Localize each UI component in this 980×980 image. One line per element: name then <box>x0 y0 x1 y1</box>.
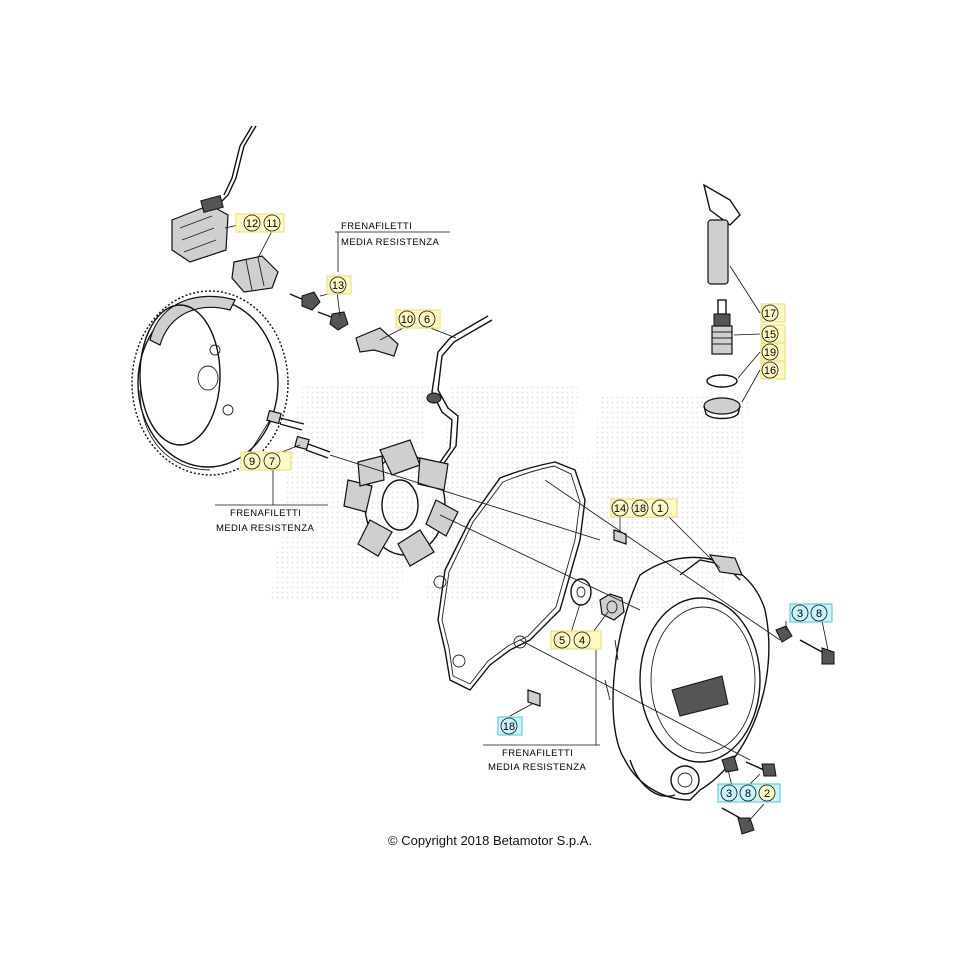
callout-15-label: 15 <box>764 329 776 341</box>
callout-18-lower[interactable] <box>500 717 518 735</box>
callout-12[interactable] <box>243 214 261 232</box>
callout-16[interactable] <box>761 361 779 379</box>
threadlocker-note-2: FRENAFILETTI MEDIA RESISTENZA <box>215 504 328 534</box>
callout-15[interactable] <box>761 325 779 343</box>
flywheel-bolt-a <box>266 409 305 431</box>
callout-6-label: 6 <box>424 314 430 326</box>
callout-10[interactable] <box>398 310 416 328</box>
watermark <box>270 385 750 610</box>
callout-8[interactable] <box>810 604 828 622</box>
callout-8-lower-label: 8 <box>745 788 751 800</box>
copyright-notice: © Copyright 2018 Betamotor S.p.A. <box>388 833 592 848</box>
o-ring <box>706 374 738 388</box>
ignition-cover <box>604 554 770 801</box>
callout-18-lower-label: 18 <box>503 721 515 733</box>
threadlocker-note-1: FRENAFILETTI MEDIA RESISTENZA <box>335 221 450 248</box>
callout-1-label: 1 <box>657 503 663 515</box>
cover-bolt-8a <box>799 639 835 665</box>
stator <box>343 439 459 567</box>
pickup-sensor <box>171 125 257 263</box>
callout-7-label: 7 <box>269 456 275 468</box>
bolt-13-a <box>289 291 321 311</box>
dowel-18 <box>527 689 541 707</box>
callout-3[interactable] <box>791 604 809 622</box>
spark-plug <box>711 299 733 355</box>
callout-5[interactable] <box>553 631 571 649</box>
callout-3-lower-label: 3 <box>726 788 732 800</box>
callout-3-lower[interactable] <box>720 784 738 802</box>
flywheel-bolt-b <box>294 435 331 459</box>
callout-2[interactable] <box>758 784 776 802</box>
nut <box>599 593 625 621</box>
callout-9-label: 9 <box>249 456 255 468</box>
callout-9[interactable] <box>243 452 261 470</box>
note-1-line2: MEDIA RESISTENZA <box>341 237 440 248</box>
note-2-line1: FRENAFILETTI <box>230 508 301 519</box>
callout-18-label: 18 <box>634 503 646 515</box>
callout-12-label: 12 <box>246 218 258 230</box>
callout-11[interactable] <box>263 214 281 232</box>
callout-13[interactable] <box>329 276 347 294</box>
callout-19[interactable] <box>761 343 779 361</box>
note-3-line2: MEDIA RESISTENZA <box>488 762 587 773</box>
callout-4-label: 4 <box>579 635 585 647</box>
spark-plug-cap <box>702 183 741 285</box>
callout-7[interactable] <box>263 452 281 470</box>
cover-bolt-8b <box>745 761 777 777</box>
threadlocker-note-3: FRENAFILETTI MEDIA RESISTENZA <box>483 744 600 773</box>
washer <box>570 578 592 606</box>
cover-bolt-2 <box>721 807 755 835</box>
callout-18[interactable] <box>631 499 649 517</box>
callout-19-label: 19 <box>764 347 776 359</box>
note-3-line1: FRENAFILETTI <box>502 748 573 759</box>
callout-3-label: 3 <box>797 608 803 620</box>
callout-4[interactable] <box>573 631 591 649</box>
callouts: 12 11 13 10 6 17 15 19 16 9 7 <box>235 213 833 803</box>
callout-17-label: 17 <box>764 308 776 320</box>
note-2-line2: MEDIA RESISTENZA <box>216 523 315 534</box>
cover-gasket <box>433 461 586 691</box>
callout-5-label: 5 <box>559 635 565 647</box>
plug-seal <box>703 397 741 420</box>
callout-16-label: 16 <box>764 365 776 377</box>
callout-14-label: 14 <box>614 503 626 515</box>
cable-clamp <box>355 327 399 357</box>
flywheel <box>131 290 289 476</box>
cover-bolt-3a <box>775 625 793 643</box>
note-1-line1: FRENAFILETTI <box>341 221 412 232</box>
callout-17[interactable] <box>761 304 779 322</box>
callout-14[interactable] <box>611 499 629 517</box>
cover-bolt-3b <box>721 755 739 773</box>
bolt-13-b <box>317 311 349 331</box>
stator-cable <box>426 315 493 469</box>
callout-13-label: 13 <box>332 280 344 292</box>
callout-1[interactable] <box>651 499 669 517</box>
callout-2-label: 2 <box>764 788 770 800</box>
callout-8-label: 8 <box>816 608 822 620</box>
sensor-grommet <box>231 255 279 293</box>
callout-6[interactable] <box>418 310 436 328</box>
callout-10-label: 10 <box>401 314 413 326</box>
callout-8-lower[interactable] <box>739 784 757 802</box>
callout-11-label: 11 <box>266 218 277 230</box>
